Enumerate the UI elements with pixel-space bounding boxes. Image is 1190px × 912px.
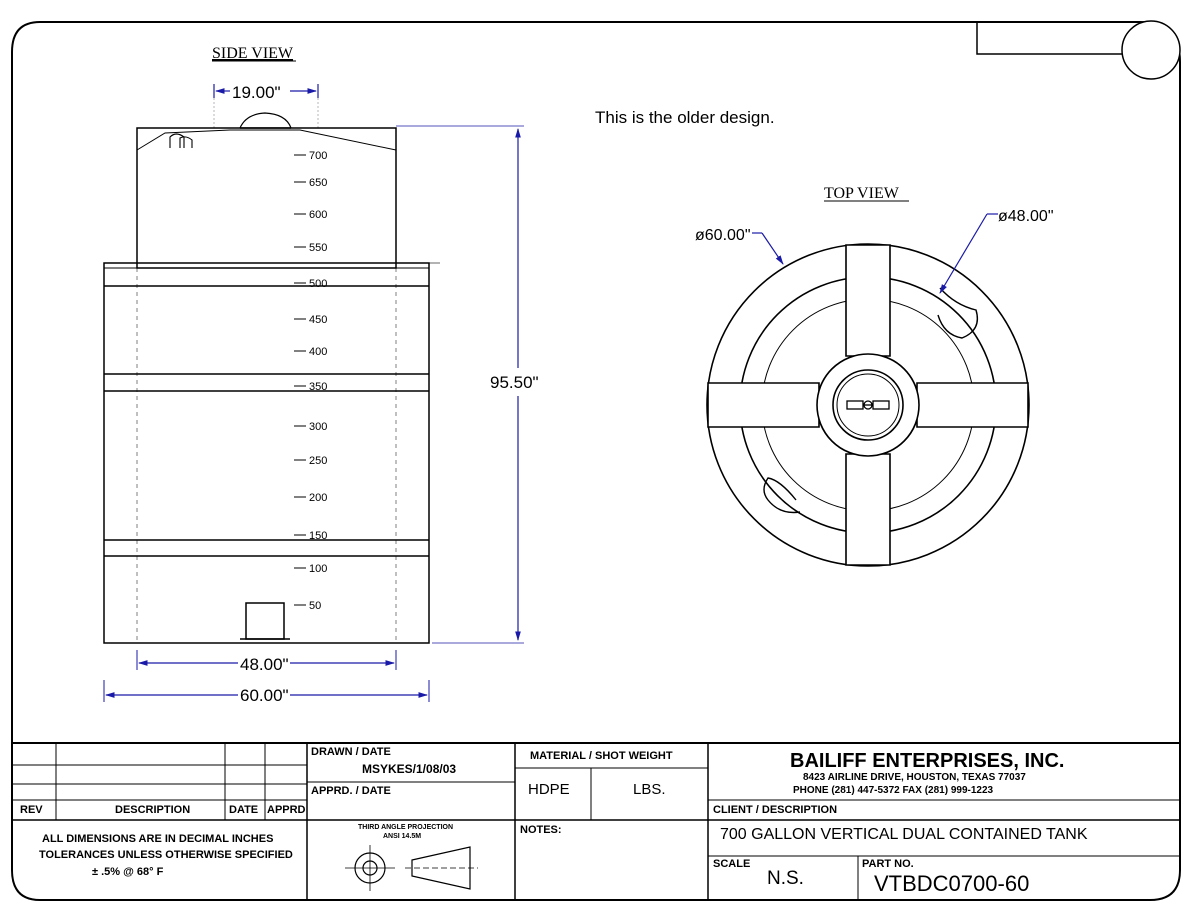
drawn-label: DRAWN / DATE xyxy=(311,746,391,758)
dim-outer-diameter: 60.00" xyxy=(240,686,289,705)
title-block xyxy=(12,742,1180,900)
gallon-mark-400: 400 xyxy=(294,346,327,358)
gallon-mark-150: 150 xyxy=(294,530,327,542)
title-block-text: REV DESCRIPTION DATE APPRD DRAWN / DATE … xyxy=(20,746,1088,896)
top-view: TOP VIEW xyxy=(695,185,1054,567)
svg-text:300: 300 xyxy=(309,421,327,433)
corner-tab xyxy=(976,22,1122,55)
svg-text:250: 250 xyxy=(309,455,327,467)
gallon-mark-650: 650 xyxy=(294,177,327,189)
material-value: HDPE xyxy=(528,781,570,798)
date-header: DATE xyxy=(229,804,258,816)
company-address: 8423 AIRLINE DRIVE, HOUSTON, TEXAS 77037 xyxy=(803,772,1026,783)
projection-line-1: THIRD ANGLE PROJECTION xyxy=(358,824,453,831)
tank-side-outline xyxy=(103,112,440,644)
top-view-title: TOP VIEW xyxy=(824,185,900,202)
gallon-mark-450: 450 xyxy=(294,314,327,326)
material-label: MATERIAL / SHOT WEIGHT xyxy=(530,750,673,762)
gallon-mark-100: 100 xyxy=(294,563,327,575)
side-view-title: SIDE VIEW xyxy=(212,45,294,62)
drawn-value: MSYKES/1/08/03 xyxy=(362,762,456,776)
design-note: This is the older design. xyxy=(595,108,775,127)
description-header: DESCRIPTION xyxy=(115,804,190,816)
svg-text:500: 500 xyxy=(309,278,327,290)
side-view: SIDE VIEW 19.00" xyxy=(103,45,539,705)
top-outer-diameter: ø60.00" xyxy=(695,227,751,244)
top-inner-diameter: ø48.00" xyxy=(998,208,1054,225)
svg-text:200: 200 xyxy=(309,492,327,504)
gallon-mark-700: 700 xyxy=(294,150,327,162)
gallon-mark-200: 200 xyxy=(294,492,327,504)
dim-inner-diameter: 48.00" xyxy=(240,655,289,674)
company-name: BAILIFF ENTERPRISES, INC. xyxy=(790,750,1064,772)
gallon-scale: 700 650 600 550 500 450 400 350 300 250 … xyxy=(294,150,327,612)
projection-line-2: ANSI 14.5M xyxy=(383,833,421,840)
tolerance-line-1: ALL DIMENSIONS ARE IN DECIMAL INCHES xyxy=(42,833,273,845)
tank-top-ribs xyxy=(707,244,1029,566)
gallon-mark-250: 250 xyxy=(294,455,327,467)
company-phone: PHONE (281) 447-5372 FAX (281) 999-1223 xyxy=(793,785,994,796)
svg-text:700: 700 xyxy=(309,150,327,162)
weight-value: LBS. xyxy=(633,781,666,798)
svg-text:50: 50 xyxy=(309,600,321,612)
top-fitting xyxy=(763,287,979,514)
gallon-mark-600: 600 xyxy=(294,209,327,221)
client-label: CLIENT / DESCRIPTION xyxy=(713,804,837,816)
svg-text:650: 650 xyxy=(309,177,327,189)
svg-text:100: 100 xyxy=(309,563,327,575)
part-label: PART NO. xyxy=(862,858,914,870)
notes-label: NOTES: xyxy=(520,824,562,836)
svg-text:450: 450 xyxy=(309,314,327,326)
lid-handle xyxy=(846,400,890,410)
corner-circle xyxy=(1121,20,1181,80)
svg-text:350: 350 xyxy=(309,381,327,393)
projection-symbol xyxy=(345,845,478,891)
svg-text:600: 600 xyxy=(309,209,327,221)
gallon-mark-500: 500 xyxy=(294,278,327,290)
tolerance-line-2: TOLERANCES UNLESS OTHERWISE SPECIFIED xyxy=(39,849,293,861)
dim-top-opening: 19.00" xyxy=(232,83,281,102)
scale-value: N.S. xyxy=(767,868,804,889)
svg-text:550: 550 xyxy=(309,242,327,254)
rev-header: REV xyxy=(20,804,43,816)
scale-label: SCALE xyxy=(713,858,750,870)
apprd-header: APPRD xyxy=(267,804,306,816)
apprd-label: APPRD. / DATE xyxy=(311,785,391,797)
svg-text:400: 400 xyxy=(309,346,327,358)
svg-text:150: 150 xyxy=(309,530,327,542)
dim-height: 95.50" xyxy=(490,373,539,392)
part-number: VTBDC0700-60 xyxy=(874,871,1029,896)
gallon-mark-350: 350 xyxy=(294,381,327,393)
tolerance-line-3: ± .5% @ 68° F xyxy=(92,866,164,878)
part-description: 700 GALLON VERTICAL DUAL CONTAINED TANK xyxy=(720,826,1088,843)
gallon-mark-300: 300 xyxy=(294,421,327,433)
gallon-mark-550: 550 xyxy=(294,242,327,254)
gallon-mark-50: 50 xyxy=(294,600,321,612)
